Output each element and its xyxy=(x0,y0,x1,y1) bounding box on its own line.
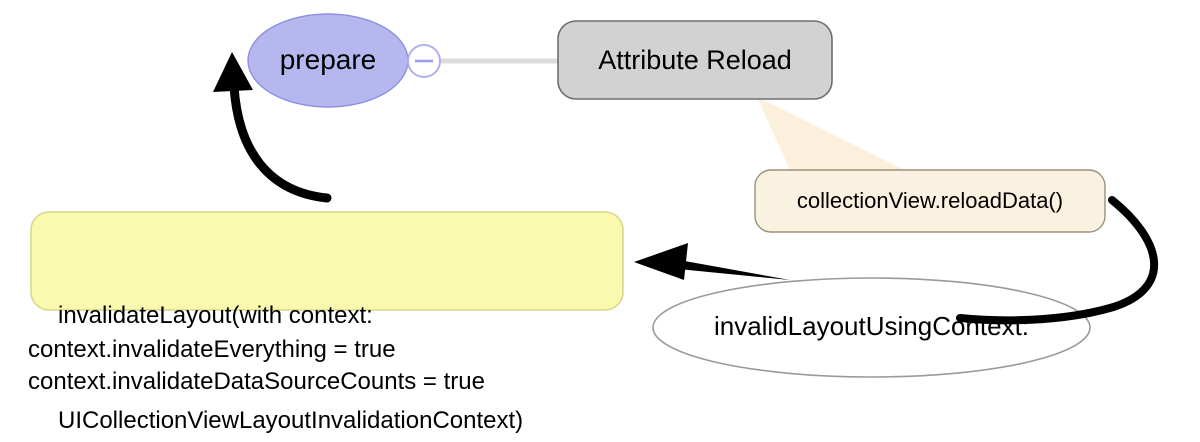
invalidate-layout-box[interactable] xyxy=(30,211,624,311)
prepare-ellipse[interactable] xyxy=(247,13,409,108)
attribute-reload-box[interactable] xyxy=(557,20,833,100)
context-note-line-2: context.invalidateDataSourceCounts = tru… xyxy=(28,368,485,395)
arrow-to-invalidate-layout-head xyxy=(634,243,688,280)
attribute-reload-highlight-cone xyxy=(757,97,905,170)
context-note-line-1: context.invalidateEverything = true xyxy=(28,336,396,363)
arrow-to-invalidate-layout-shaft xyxy=(668,258,790,280)
curved-arrow-to-prepare-shaft xyxy=(229,81,332,203)
curved-arrow-to-prepare-head xyxy=(213,52,253,92)
curved-arrow-reload-data-to-ellipse xyxy=(956,196,1159,325)
context-notes: context.invalidateEverything = true cont… xyxy=(28,334,485,398)
invalid-layout-using-context-ellipse[interactable] xyxy=(652,277,1091,378)
reload-data-box[interactable] xyxy=(754,169,1106,233)
